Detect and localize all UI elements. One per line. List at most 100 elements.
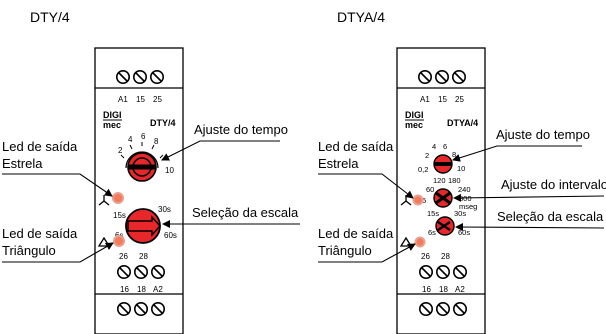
time-tick: 8 (154, 137, 159, 146)
leader-scale-select (455, 223, 605, 232)
dtya4-model-label: DTYA/4 (447, 118, 478, 128)
terminal-label-15: 15 (438, 95, 447, 104)
screw-terminal (452, 301, 468, 317)
time-tick: 4 (128, 135, 133, 144)
callout-scale-select: Seleção da escala (497, 209, 604, 224)
time-tick: 2 (425, 151, 429, 160)
leader-interval-adjust (453, 193, 605, 202)
dtya4-title: DTYA/4 (337, 9, 385, 25)
leader-led-tri (2, 242, 114, 263)
screw-terminal (151, 301, 165, 317)
interval-label: 60 (426, 185, 434, 194)
brand-digi: DIGI (405, 110, 424, 120)
dty4-housing (94, 47, 184, 334)
callout-scale-select: Seleção da escala (192, 205, 299, 220)
screw-terminal (133, 70, 147, 84)
callout-led-star-line2: Estrela (2, 156, 43, 171)
terminal-label-15: 15 (136, 95, 145, 104)
dtya4-top-terminals (417, 70, 467, 84)
callout-led-star-line2: Estrela (318, 156, 359, 171)
dtya4-time-knob[interactable]: 0,2 2 4 6 8 10 (418, 142, 465, 174)
scale-label: 15s (427, 209, 439, 218)
terminal-label-a1: A1 (118, 95, 128, 104)
leader-time-adjust (452, 145, 582, 162)
dty4-brand-logo: DIGI mec (103, 110, 122, 130)
screw-terminal (417, 70, 433, 84)
screw-terminal (451, 70, 467, 84)
leader-led-star (2, 173, 113, 197)
brand-mec: mec (103, 120, 121, 130)
scale-label: 6s (428, 228, 436, 237)
callout-interval-adjust: Ajuste do intervalo (501, 177, 606, 192)
interval-label: 5 (422, 196, 426, 205)
screw-terminal (117, 264, 131, 280)
dty4-diagram: DTY/4 A1 15 25 DIGI mec DTY/4 (2, 9, 300, 334)
triangle-symbol-icon (97, 236, 111, 247)
terminal-label-18: 18 (137, 285, 146, 294)
interval-label: 300 (459, 194, 472, 203)
dty4-bottom-terminals (117, 301, 165, 317)
callout-led-star-line1: Led de saída (318, 139, 394, 154)
time-tick: 10 (165, 166, 174, 175)
terminal-label-16: 16 (422, 285, 431, 294)
screw-terminal (151, 264, 165, 280)
screw-terminal (134, 301, 148, 317)
screw-terminal (435, 301, 451, 317)
callout-led-star-line1: Led de saída (2, 139, 78, 154)
brand-mec: mec (405, 120, 423, 130)
terminal-label-18: 18 (439, 285, 448, 294)
screw-terminal (435, 264, 451, 280)
callout-time-adjust: Ajuste do tempo (194, 122, 288, 137)
terminal-label-26: 26 (119, 252, 128, 261)
scale-label: 60s (458, 228, 470, 237)
dty4-triangle-led (97, 235, 125, 247)
screw-terminal (134, 264, 148, 280)
terminal-label-28: 28 (139, 252, 148, 261)
dty4-mid-terminals (117, 264, 165, 280)
interval-label: 180 (448, 176, 461, 185)
screw-terminal (117, 301, 131, 317)
terminal-label-25: 25 (455, 95, 464, 104)
dtya4-star-led (400, 194, 424, 206)
star-symbol-icon (98, 195, 110, 206)
screw-terminal (434, 70, 450, 84)
scale-label: 60s (164, 231, 177, 240)
dty4-time-knob[interactable]: 2 4 6 8 10 (118, 132, 174, 182)
terminal-label-26: 26 (421, 252, 430, 261)
callout-led-tri-line1: Led de saída (318, 226, 394, 241)
dtya4-triangle-led (399, 236, 426, 248)
screw-terminal (418, 301, 434, 317)
terminal-label-28: 28 (441, 252, 450, 261)
callout-led-tri-line2: Triângulo (318, 243, 372, 258)
dty4-top-terminals (116, 70, 164, 84)
dtya4-housing (396, 47, 486, 334)
terminal-label-a2: A2 (455, 285, 465, 294)
callout-led-tri-line1: Led de saída (2, 226, 78, 241)
interval-label: 120 (433, 176, 446, 185)
time-tick: 8 (452, 150, 456, 159)
dtya4-brand-logo: DIGI mec (405, 110, 424, 130)
interval-label: 240 (458, 185, 471, 194)
dty4-scale-knob[interactable]: 15s 30s 6s 60s (113, 205, 177, 244)
dtya4-scale-knob[interactable]: 15s 30s 6s 60s (427, 209, 470, 237)
callout-time-adjust: Ajuste do tempo (496, 127, 590, 142)
leader-time-adjust (161, 140, 280, 161)
dty4-model-label: DTY/4 (150, 118, 176, 128)
screw-terminal (116, 70, 130, 84)
dtya4-interval-knob[interactable]: 120 180 60 240 5 300 mseg (422, 176, 477, 211)
time-tick: 6 (141, 132, 146, 141)
terminal-label-a1: A1 (420, 95, 430, 104)
leader-led-tri (318, 243, 416, 263)
dtya4-mid-terminals (418, 264, 468, 280)
time-tick: 10 (457, 164, 465, 173)
time-tick: 6 (443, 142, 447, 151)
dtya4-diagram: DTYA/4 A1 15 25 DIGI mec DTYA/4 0,2 2 (318, 9, 606, 334)
star-symbol-icon (400, 195, 412, 206)
scale-label: 15s (113, 211, 126, 220)
leader-led-star (318, 173, 414, 199)
callout-led-tri-line2: Triângulo (2, 243, 56, 258)
screw-terminal (452, 264, 468, 280)
time-tick: 0,2 (418, 165, 428, 174)
scale-label: 30s (158, 205, 171, 214)
terminal-label-16: 16 (120, 285, 129, 294)
